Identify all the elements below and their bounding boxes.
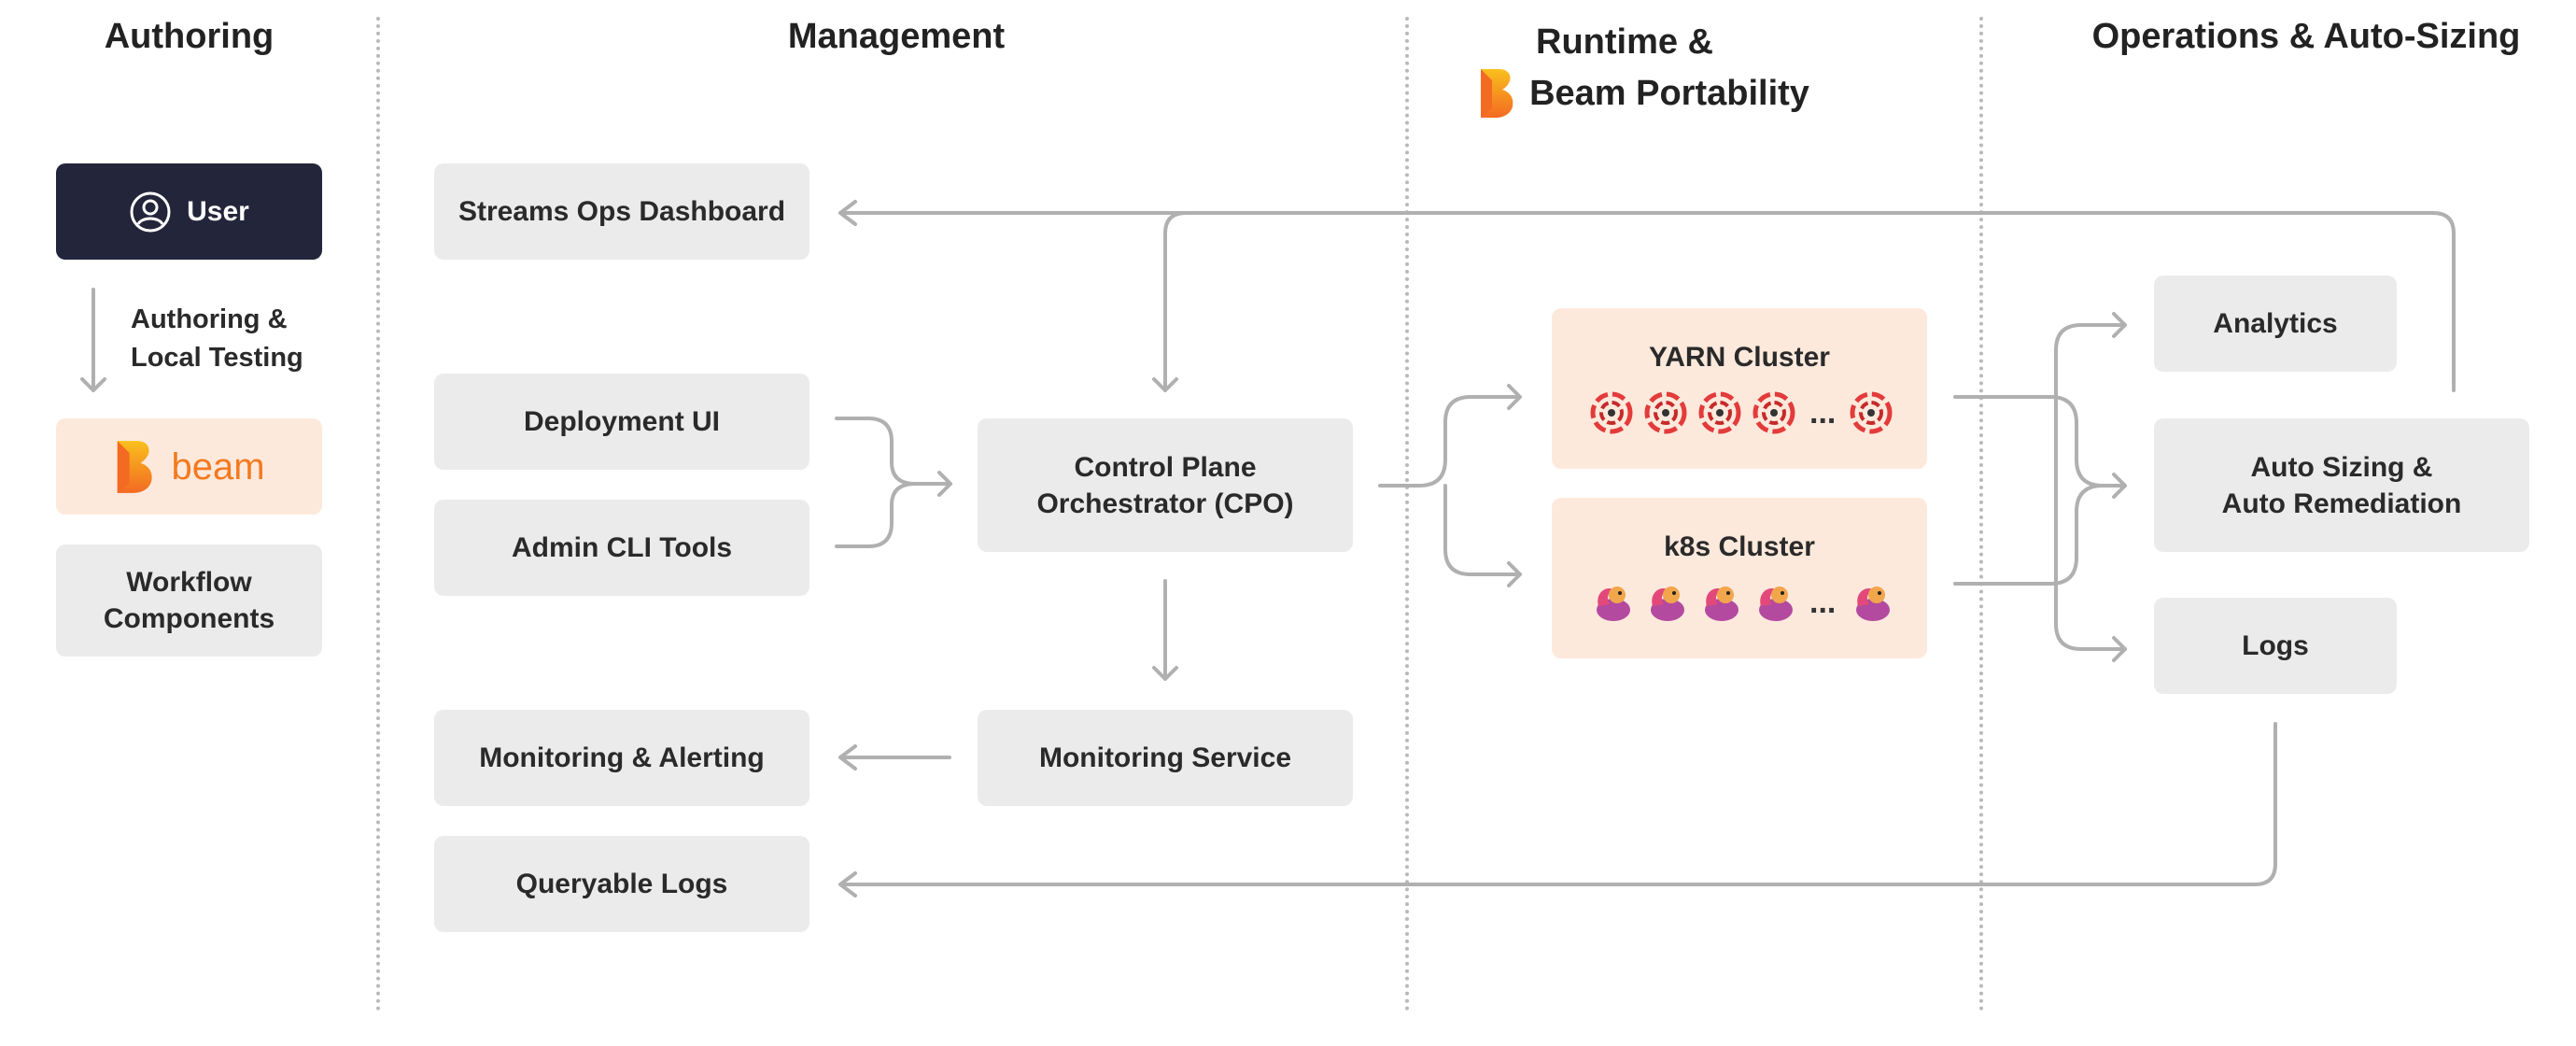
auto-sizing-remediation-box[interactable]: Auto Sizing & Auto Remediation — [2154, 418, 2529, 552]
deployment-ui-box[interactable]: Deployment UI — [434, 374, 809, 470]
user-label: User — [187, 196, 249, 227]
yarn-cluster-title: YARN Cluster — [1649, 342, 1830, 373]
flink-squirrel-icon — [1759, 587, 1793, 621]
divider-3 — [1979, 17, 1983, 1011]
to-logs-arrow — [2054, 484, 2127, 662]
cpo-line2: Orchestrator (CPO) — [1036, 488, 1294, 519]
user-box[interactable]: User — [56, 163, 322, 260]
yarn-to-auto-arrow — [1953, 395, 2127, 499]
monitoring-service-box[interactable]: Monitoring Service — [978, 710, 1353, 806]
cpo-to-monitoring-arrow — [1152, 579, 1178, 681]
cpo-to-yarn-arrow — [1378, 384, 1522, 488]
logs-box[interactable]: Logs — [2154, 598, 2397, 694]
column-title-authoring: Authoring — [104, 17, 274, 56]
auto-line1: Auto Sizing & — [2250, 451, 2433, 483]
workflow-line1: Workflow — [126, 567, 252, 598]
deployment-to-cpo-arrow — [835, 417, 952, 497]
workflow-components-box[interactable]: Workflow Components — [56, 544, 322, 657]
yarn-node-icon — [1753, 391, 1795, 434]
yarn-ellipsis: ... — [1809, 394, 1837, 431]
k8s-cluster-box[interactable]: k8s Cluster ... — [1552, 498, 1927, 658]
yarn-node-icon — [1850, 391, 1893, 434]
flink-squirrel-icon — [1597, 587, 1630, 621]
to-analytics-arrow — [2054, 312, 2127, 586]
workflow-line2: Components — [103, 603, 275, 634]
k8s-to-auto-arrow — [1953, 484, 2104, 586]
column-title-runtime-line1: Runtime & — [1536, 22, 1713, 62]
user-circle-icon — [130, 191, 171, 232]
divider-1 — [376, 17, 380, 1011]
cpo-to-k8s-arrow — [1443, 484, 1522, 587]
beam-box[interactable]: beam — [56, 418, 322, 515]
authoring-step-line2: Local Testing — [131, 342, 303, 373]
auto-sizing-to-dashboard-arrow — [838, 200, 2456, 392]
analytics-box[interactable]: Analytics — [2154, 276, 2397, 372]
k8s-cluster-title: k8s Cluster — [1664, 531, 1815, 562]
yarn-node-icon — [1590, 391, 1633, 434]
divider-2 — [1405, 17, 1409, 1011]
loop-to-cpo-arrow — [1152, 211, 1188, 392]
flink-squirrel-icon — [1856, 587, 1891, 621]
control-plane-orchestrator-box[interactable]: Control Plane Orchestrator (CPO) — [978, 418, 1353, 552]
column-title-runtime: Runtime & Beam Portability — [1457, 17, 1830, 120]
monitoring-alerting-box[interactable]: Monitoring & Alerting — [434, 710, 809, 806]
k8s-ellipsis: ... — [1809, 584, 1837, 620]
queryable-logs-box[interactable]: Queryable Logs — [434, 836, 809, 932]
yarn-cluster-box[interactable]: YARN Cluster ... — [1552, 308, 1927, 469]
beam-logo-icon — [1481, 69, 1513, 118]
monitoring-to-alerting-arrow — [838, 744, 951, 770]
authoring-step-line1: Authoring & — [131, 304, 288, 334]
cpo-line1: Control Plane — [1074, 451, 1257, 483]
streams-ops-dashboard-box[interactable]: Streams Ops Dashboard — [434, 163, 809, 260]
yarn-node-icon — [1644, 391, 1687, 434]
k8s-node-icons: ... — [1589, 580, 1893, 625]
beam-logo-icon — [118, 440, 153, 493]
admin-to-cpo-arrow — [835, 482, 917, 548]
beam-logo-text: beam — [171, 445, 265, 488]
column-title-runtime-line2-text: Beam Portability — [1529, 74, 1809, 113]
flink-squirrel-icon — [1651, 587, 1684, 621]
logs-to-queryable-arrow — [838, 722, 2277, 898]
authoring-arrow — [80, 288, 106, 392]
flink-squirrel-icon — [1705, 587, 1738, 621]
column-title-operations: Operations & Auto-Sizing — [2091, 17, 2521, 56]
auto-line2: Auto Remediation — [2221, 488, 2462, 519]
column-title-management: Management — [787, 17, 1006, 56]
column-title-runtime-line2: Beam Portability — [1457, 67, 1830, 120]
yarn-node-icon — [1698, 391, 1741, 434]
authoring-step-label: Authoring & Local Testing — [131, 301, 303, 376]
yarn-node-icons: ... — [1589, 390, 1893, 435]
admin-cli-tools-box[interactable]: Admin CLI Tools — [434, 500, 809, 596]
